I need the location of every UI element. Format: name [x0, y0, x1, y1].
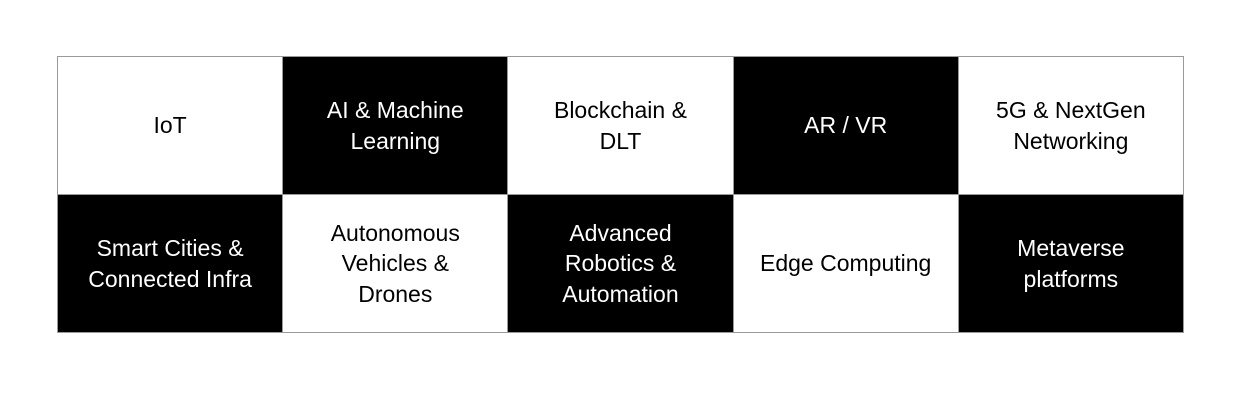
matrix-cell-autonomous-vehicles-drones[interactable]: Autonomous Vehicles & Drones [282, 194, 509, 333]
matrix-cell-ai-machine-learning[interactable]: AI & Machine Learning [282, 56, 509, 195]
matrix-cell-blockchain-dlt[interactable]: Blockchain & DLT [507, 56, 734, 195]
technology-matrix-table: IoT AI & Machine Learning Blockchain & D… [56, 56, 1184, 333]
matrix-cell-ar-vr[interactable]: AR / VR [732, 56, 959, 195]
matrix-cell-iot[interactable]: IoT [56, 56, 284, 195]
table-row: IoT AI & Machine Learning Blockchain & D… [56, 56, 1184, 195]
matrix-cell-5g-nextgen-networking[interactable]: 5G & NextGen Networking [957, 56, 1184, 195]
matrix-cell-smart-cities-connected-infra[interactable]: Smart Cities & Connected Infra [56, 194, 284, 333]
technology-matrix-body: IoT AI & Machine Learning Blockchain & D… [56, 56, 1184, 333]
table-row: Smart Cities & Connected Infra Autonomou… [56, 194, 1184, 333]
matrix-cell-metaverse-platforms[interactable]: Metaverse platforms [957, 194, 1184, 333]
matrix-cell-edge-computing[interactable]: Edge Computing [732, 194, 959, 333]
matrix-cell-advanced-robotics-automation[interactable]: Advanced Robotics & Automation [507, 194, 734, 333]
